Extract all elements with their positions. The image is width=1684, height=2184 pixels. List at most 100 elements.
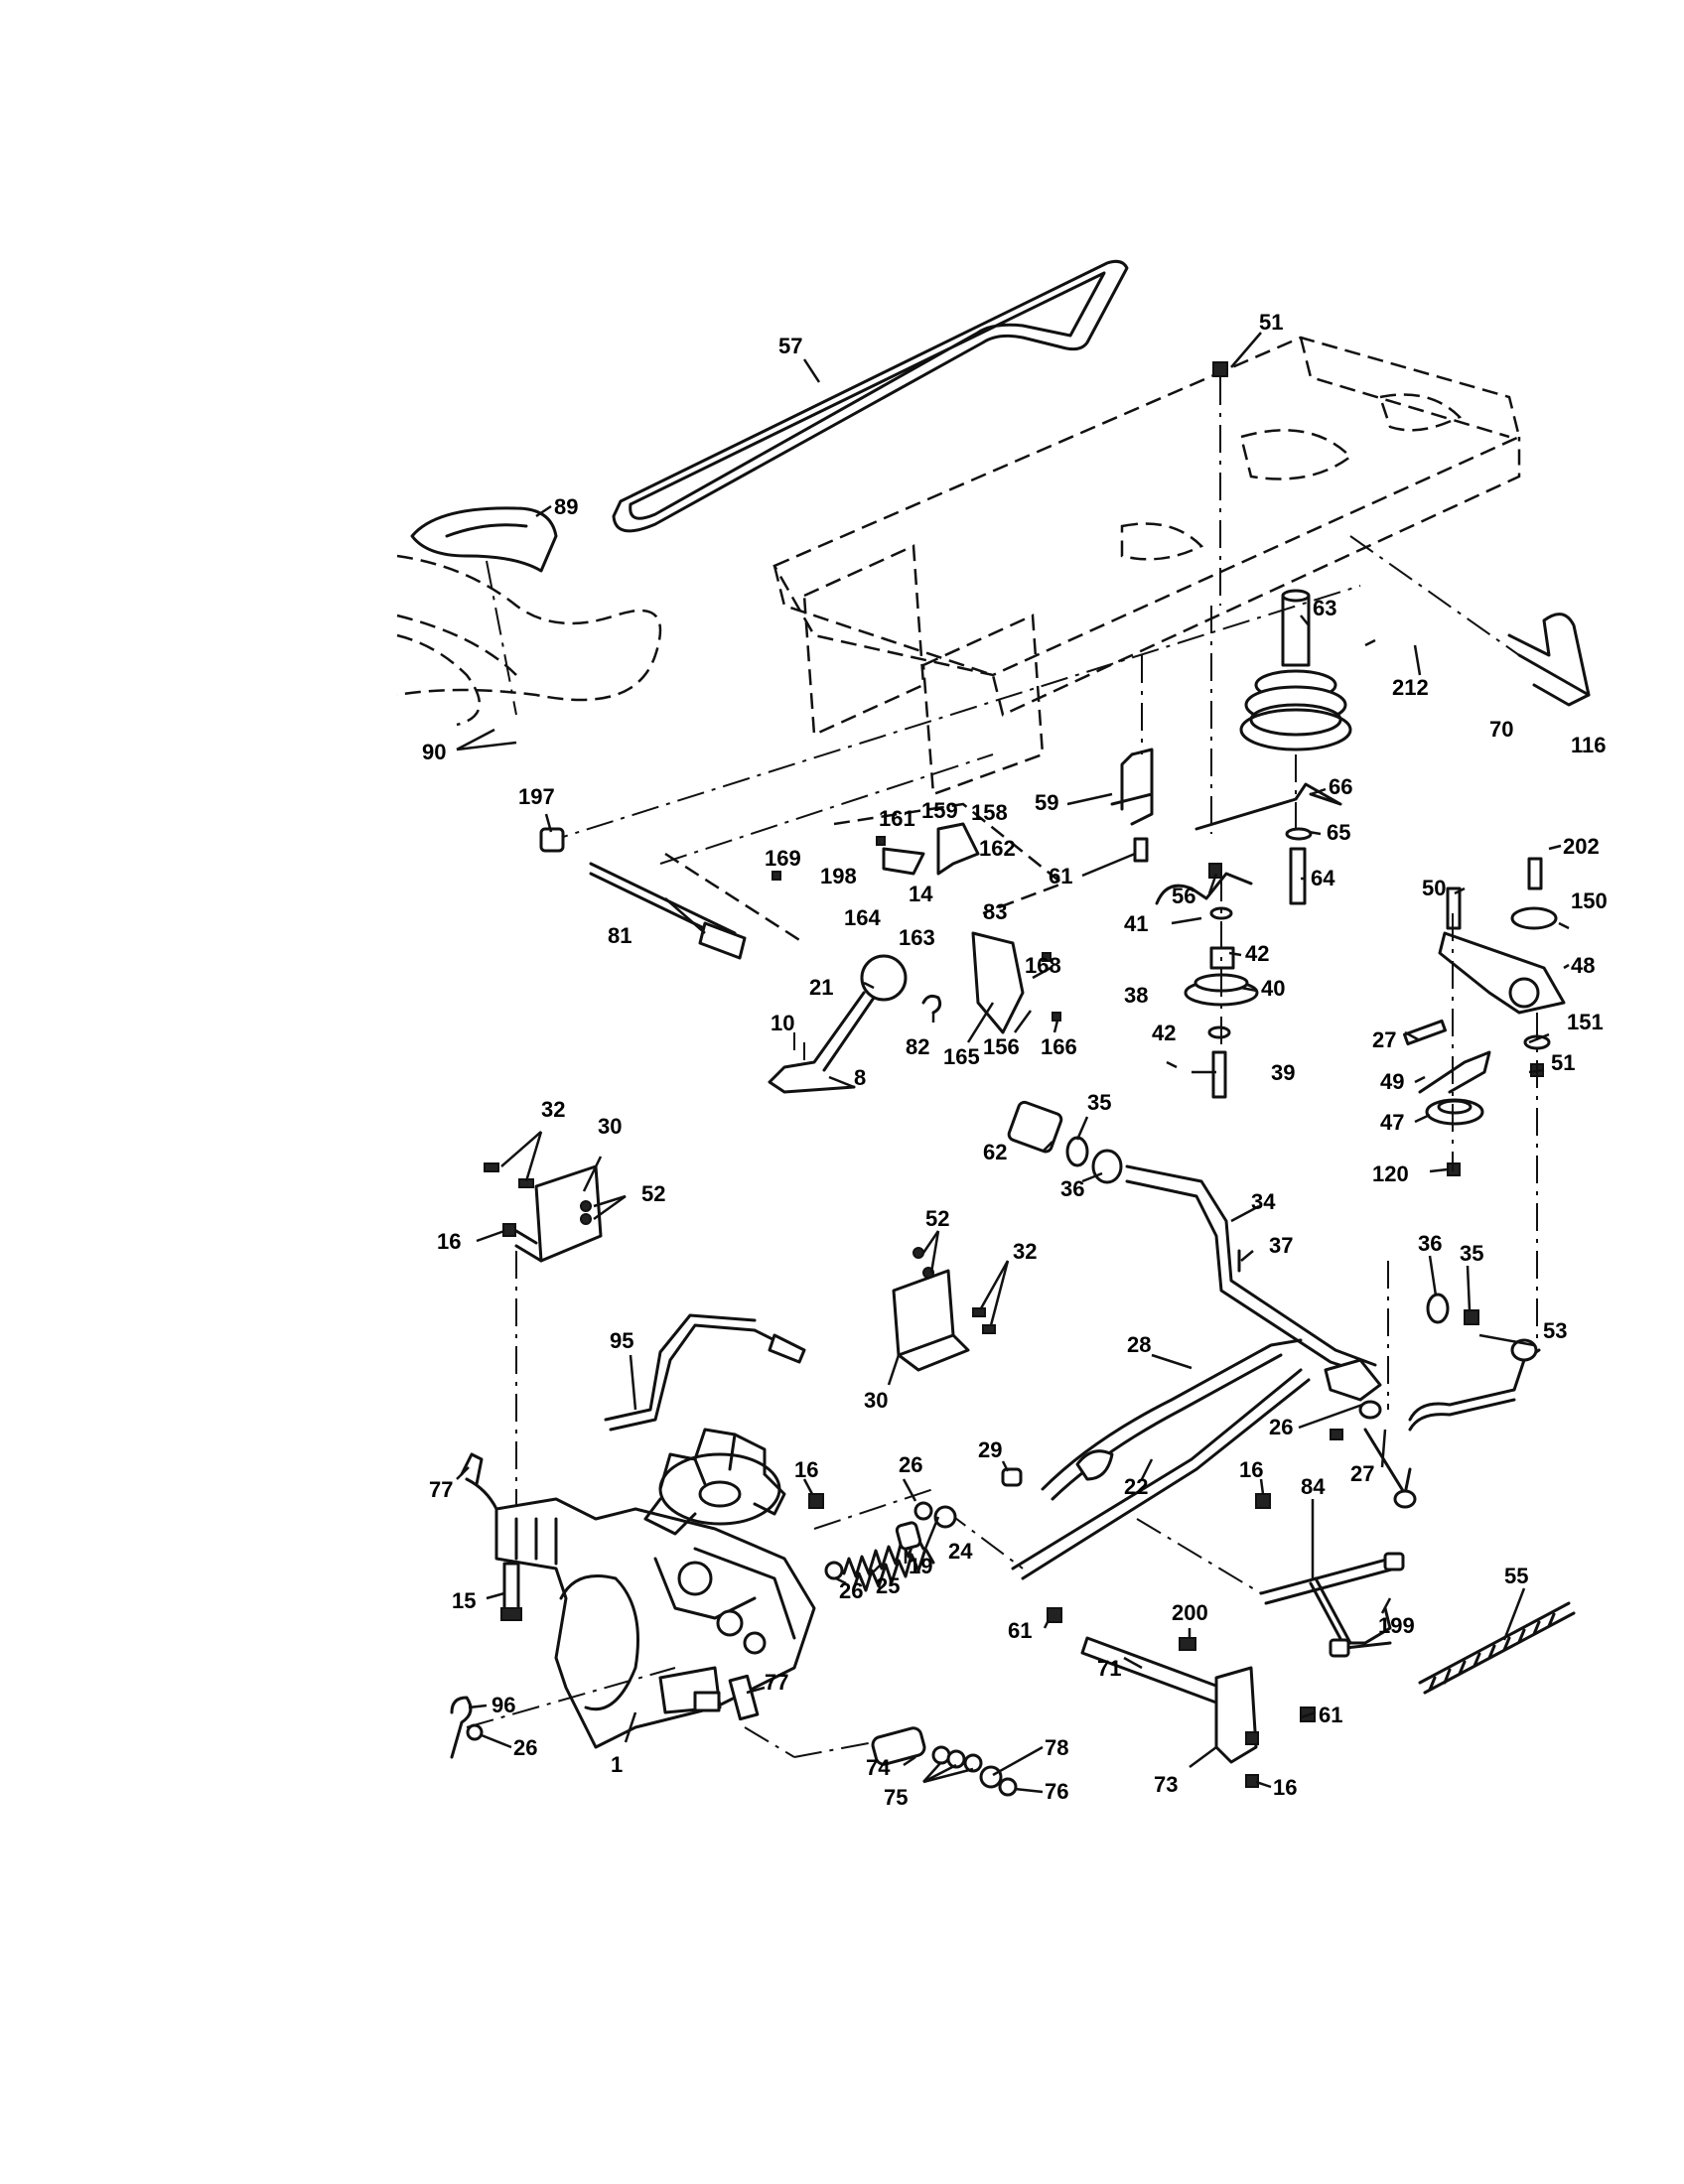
callout: 163	[899, 925, 935, 950]
callout: 14	[909, 882, 933, 906]
callout: 49	[1380, 1069, 1404, 1094]
callout: 63	[1313, 596, 1336, 620]
callout: 26	[1269, 1415, 1293, 1439]
callout: 40	[1261, 976, 1285, 1001]
callout: 200	[1172, 1600, 1208, 1625]
transaxle-assembly	[494, 1497, 816, 1749]
wire-clip-70	[1507, 613, 1591, 707]
callout: 22	[1124, 1474, 1148, 1499]
callout: 47	[1380, 1110, 1404, 1135]
callout: 35	[1460, 1241, 1483, 1266]
callout: 199	[1378, 1613, 1415, 1638]
callout: 116	[1571, 733, 1607, 757]
centerline	[540, 585, 1361, 845]
callout: 169	[765, 846, 801, 871]
callout: 75	[884, 1785, 908, 1810]
callout: 168	[1025, 953, 1061, 978]
callout: 162	[979, 836, 1016, 861]
pin-77	[460, 1452, 484, 1486]
callout: 15	[452, 1588, 476, 1613]
callout: 35	[1087, 1090, 1111, 1115]
nut-76	[998, 1777, 1018, 1797]
washer-75	[963, 1753, 983, 1773]
callout: 36	[1060, 1176, 1084, 1201]
callout: 165	[943, 1044, 980, 1069]
callout: 82	[906, 1034, 929, 1059]
callout: 36	[1418, 1231, 1442, 1256]
callout: 24	[948, 1539, 973, 1564]
callout: 70	[1489, 717, 1513, 742]
callout: 16	[1239, 1457, 1263, 1482]
callout: 120	[1372, 1161, 1409, 1186]
callout: 77	[765, 1670, 788, 1695]
centerline	[659, 753, 994, 865]
leader-lines	[456, 332, 1570, 1794]
washer-36	[1426, 1293, 1450, 1324]
spring-55	[1418, 1601, 1576, 1695]
rod-53	[1408, 1348, 1541, 1422]
callout: 38	[1124, 983, 1148, 1008]
callout: 61	[1319, 1703, 1342, 1727]
drive-belt	[612, 259, 1129, 533]
rod-95	[604, 1313, 806, 1432]
callout: 52	[641, 1181, 665, 1206]
callout: 89	[554, 494, 578, 519]
pivot-shaft-34	[1007, 1100, 1377, 1377]
callout: 212	[1392, 675, 1429, 700]
seat-bracket-89	[410, 506, 558, 716]
callout: 164	[844, 905, 881, 930]
washer-26	[1358, 1400, 1382, 1420]
callout: 150	[1571, 888, 1608, 913]
callout: 61	[1008, 1618, 1032, 1643]
bolt-15-head	[500, 1607, 522, 1621]
callout: 27	[1372, 1027, 1396, 1052]
callout: 37	[1269, 1233, 1293, 1258]
callout: 161	[879, 806, 915, 831]
mounting-bracket-30-left	[484, 1162, 603, 1509]
callout: 16	[794, 1457, 818, 1482]
callout: 59	[1035, 790, 1058, 815]
callout: 57	[778, 334, 802, 358]
callout: 71	[1097, 1656, 1121, 1681]
rod-66	[1194, 782, 1342, 831]
bolt-27-end	[1393, 1489, 1417, 1509]
callout: 76	[1045, 1779, 1068, 1804]
rod-28	[1001, 1338, 1303, 1501]
callout: 39	[1271, 1060, 1295, 1085]
callout: 56	[1172, 884, 1195, 908]
callout: 65	[1327, 820, 1350, 845]
pin-77-lower	[728, 1674, 760, 1721]
callout: 151	[1567, 1010, 1604, 1034]
pin-96	[450, 1696, 473, 1759]
callout: 28	[1127, 1332, 1151, 1357]
callout: 42	[1152, 1021, 1176, 1045]
callout: 26	[839, 1578, 863, 1603]
callout: 16	[437, 1229, 461, 1254]
nut-35	[1464, 1309, 1479, 1325]
callout: 16	[1273, 1775, 1297, 1800]
washer-78	[979, 1765, 1003, 1789]
bolt-27-head	[1330, 1429, 1343, 1440]
callout: 62	[983, 1140, 1007, 1164]
callout: 34	[1251, 1189, 1276, 1214]
callout: 32	[541, 1097, 565, 1122]
callout: 198	[820, 864, 857, 888]
callout: 51	[1259, 310, 1283, 335]
callout: 26	[513, 1735, 537, 1760]
callout: 29	[978, 1437, 1002, 1462]
lever-8	[768, 954, 908, 1094]
callout: 32	[1013, 1239, 1037, 1264]
callout: 26	[899, 1452, 922, 1477]
bracket-71	[1047, 1607, 1316, 1788]
callout: 50	[1422, 876, 1446, 900]
idler-pulley-38	[1155, 863, 1259, 1099]
idler-bracket-48	[1387, 857, 1566, 1410]
callout: 197	[518, 784, 555, 809]
callout: 21	[809, 975, 833, 1000]
washer-75	[946, 1749, 966, 1769]
bracket-59	[1110, 748, 1154, 826]
callout: 90	[422, 740, 446, 764]
callout: 74	[866, 1755, 891, 1780]
callout: 81	[608, 923, 632, 948]
